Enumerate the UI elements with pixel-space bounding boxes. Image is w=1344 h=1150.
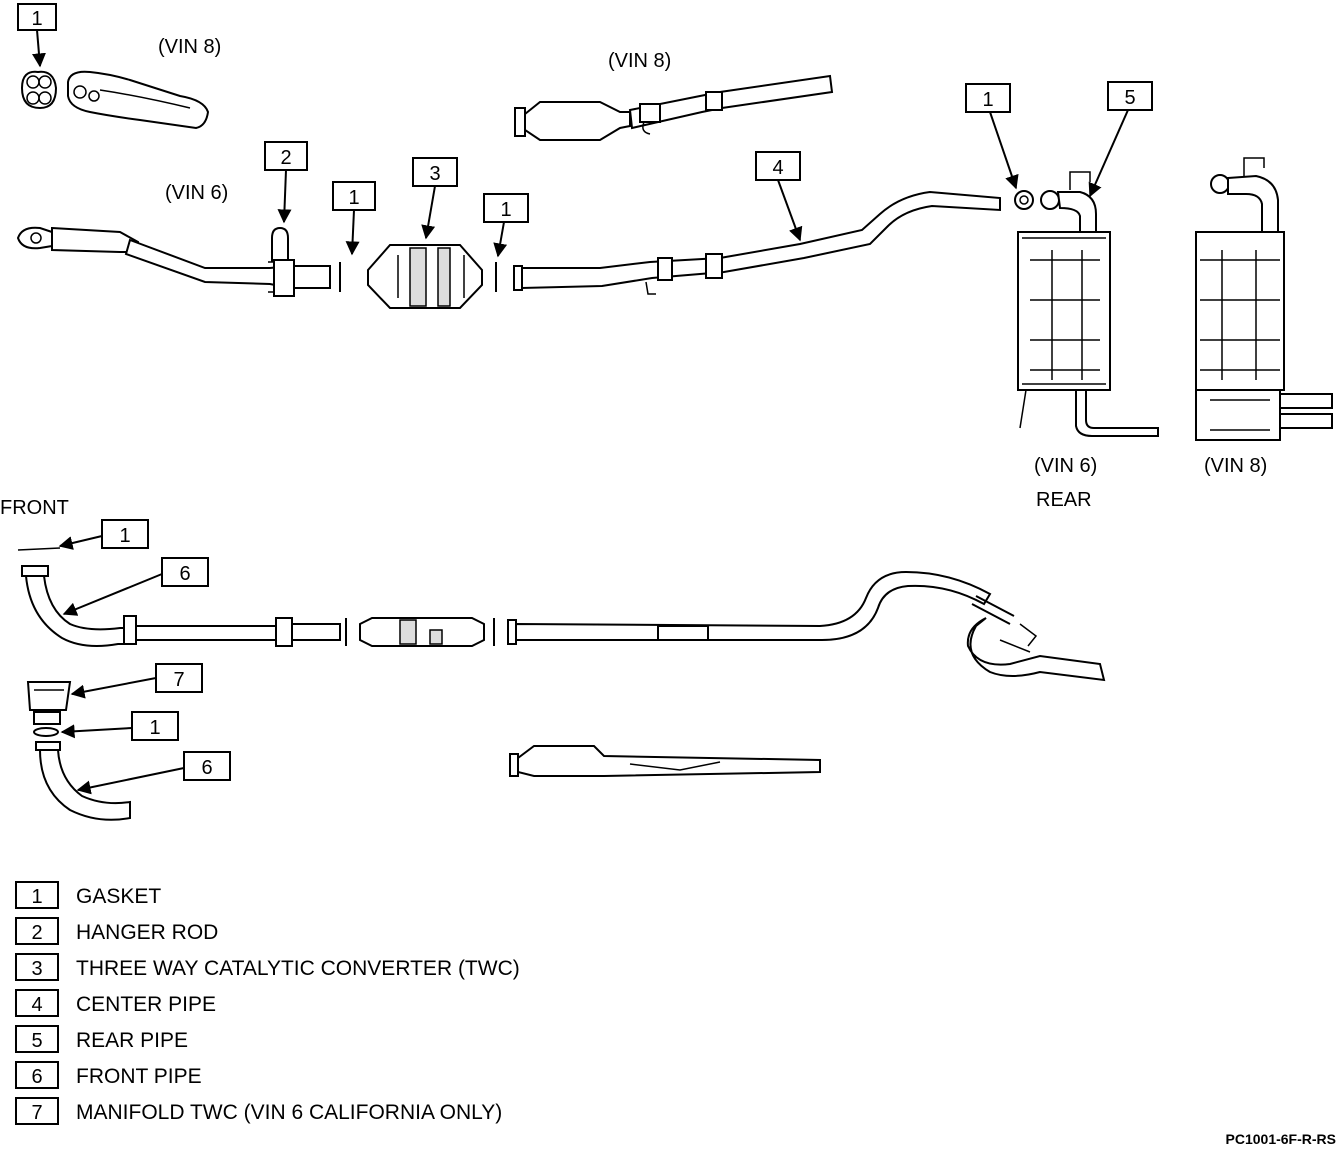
- assembled-exhaust-line: [21, 565, 1106, 682]
- legend-item-7: 7 MANIFOLD TWC (VIN 6 CALIFORNIA ONLY): [15, 1097, 502, 1125]
- callout-1-before-converter: 1: [332, 181, 376, 256]
- rear-pipe-vin6: [1040, 171, 1097, 233]
- figure-code: PC1001-6F-R-RS: [1226, 1131, 1336, 1147]
- callout-number: 7: [173, 669, 184, 691]
- vin8-front-pipe-top-left: [67, 70, 210, 130]
- legend-item-5: 5 REAR PIPE: [15, 1025, 188, 1053]
- legend-text: HANGER ROD: [76, 921, 218, 944]
- label-vin8-rear: (VIN 8): [1204, 455, 1267, 477]
- callout-number: 1: [119, 525, 130, 547]
- label-vin8-top-left: (VIN 8): [158, 36, 221, 58]
- callout-3: 3: [412, 157, 458, 240]
- callout-1-after-converter: 1: [483, 193, 529, 258]
- gasket-manifold-twc: [33, 727, 59, 737]
- callout-number: 6: [179, 563, 190, 585]
- center-pipe: [513, 190, 1001, 295]
- callout-2: 2: [264, 141, 308, 224]
- legend-text: GASKET: [76, 885, 161, 908]
- label-rear: REAR: [1036, 489, 1092, 511]
- muffler-vin8: [1195, 157, 1333, 441]
- callout-number: 1: [31, 8, 42, 30]
- muffler-vin6: [1017, 231, 1159, 437]
- callout-number: 1: [982, 89, 993, 111]
- legend-number: 1: [31, 886, 42, 908]
- legend-item-3: 3 THREE WAY CATALYTIC CONVERTER (TWC): [15, 953, 520, 981]
- hanger-rod: [268, 226, 295, 297]
- legend-item-4: 4 CENTER PIPE: [15, 989, 216, 1017]
- vin8-converter-pipe-top: [514, 74, 834, 141]
- callout-number: 4: [772, 157, 783, 179]
- callout-6-lower: 6: [76, 751, 231, 795]
- legend-text: THREE WAY CATALYTIC CONVERTER (TWC): [76, 957, 520, 980]
- callout-number: 5: [1124, 87, 1135, 109]
- legend-item-6: 6 FRONT PIPE: [15, 1061, 202, 1089]
- callout-1-front: 1: [58, 519, 149, 550]
- callout-1-lower: 1: [60, 711, 179, 741]
- three-way-catalytic-converter: [367, 244, 483, 309]
- callout-4: 4: [755, 151, 803, 242]
- legend: 1 GASKET 2 HANGER ROD 3 THREE WAY CATALY…: [15, 881, 520, 1125]
- vin8-converter-pipe-lower: [509, 745, 821, 777]
- legend-number: 3: [31, 958, 42, 980]
- label-vin6-rear: (VIN 6): [1034, 455, 1097, 477]
- callout-number: 1: [500, 199, 511, 221]
- label-vin6-left: (VIN 6): [165, 182, 228, 204]
- legend-number: 4: [31, 994, 42, 1016]
- label-front: FRONT: [0, 497, 69, 519]
- manifold-twc: [26, 681, 72, 725]
- label-vin8-top-center: (VIN 8): [608, 50, 671, 72]
- legend-text: CENTER PIPE: [76, 993, 216, 1016]
- legend-text: FRONT PIPE: [76, 1065, 202, 1088]
- legend-item-1: 1 GASKET: [15, 881, 161, 909]
- callout-1-top-left: 1: [17, 3, 57, 68]
- callout-number: 1: [348, 187, 359, 209]
- legend-number: 6: [31, 1066, 42, 1088]
- gasket-rear: [1014, 190, 1034, 210]
- callout-6-upper: 6: [62, 557, 209, 616]
- legend-text: REAR PIPE: [76, 1029, 188, 1052]
- legend-number: 7: [31, 1102, 42, 1124]
- legend-number: 2: [31, 922, 42, 944]
- callout-1-rear: 1: [965, 83, 1019, 190]
- front-pipe-lower: [35, 741, 131, 821]
- front-indicator-line: [17, 547, 61, 551]
- callout-number: 2: [280, 147, 291, 169]
- callout-number: 6: [201, 757, 212, 779]
- legend-text: MANIFOLD TWC (VIN 6 CALIFORNIA ONLY): [76, 1101, 502, 1124]
- callout-5: 5: [1088, 81, 1153, 198]
- callout-7: 7: [70, 663, 203, 699]
- legend-number: 5: [31, 1030, 42, 1052]
- callout-number: 3: [429, 163, 440, 185]
- vin8-manifold-gasket-top-left: [20, 70, 58, 110]
- callout-number: 1: [149, 717, 160, 739]
- legend-item-2: 2 HANGER ROD: [15, 917, 218, 945]
